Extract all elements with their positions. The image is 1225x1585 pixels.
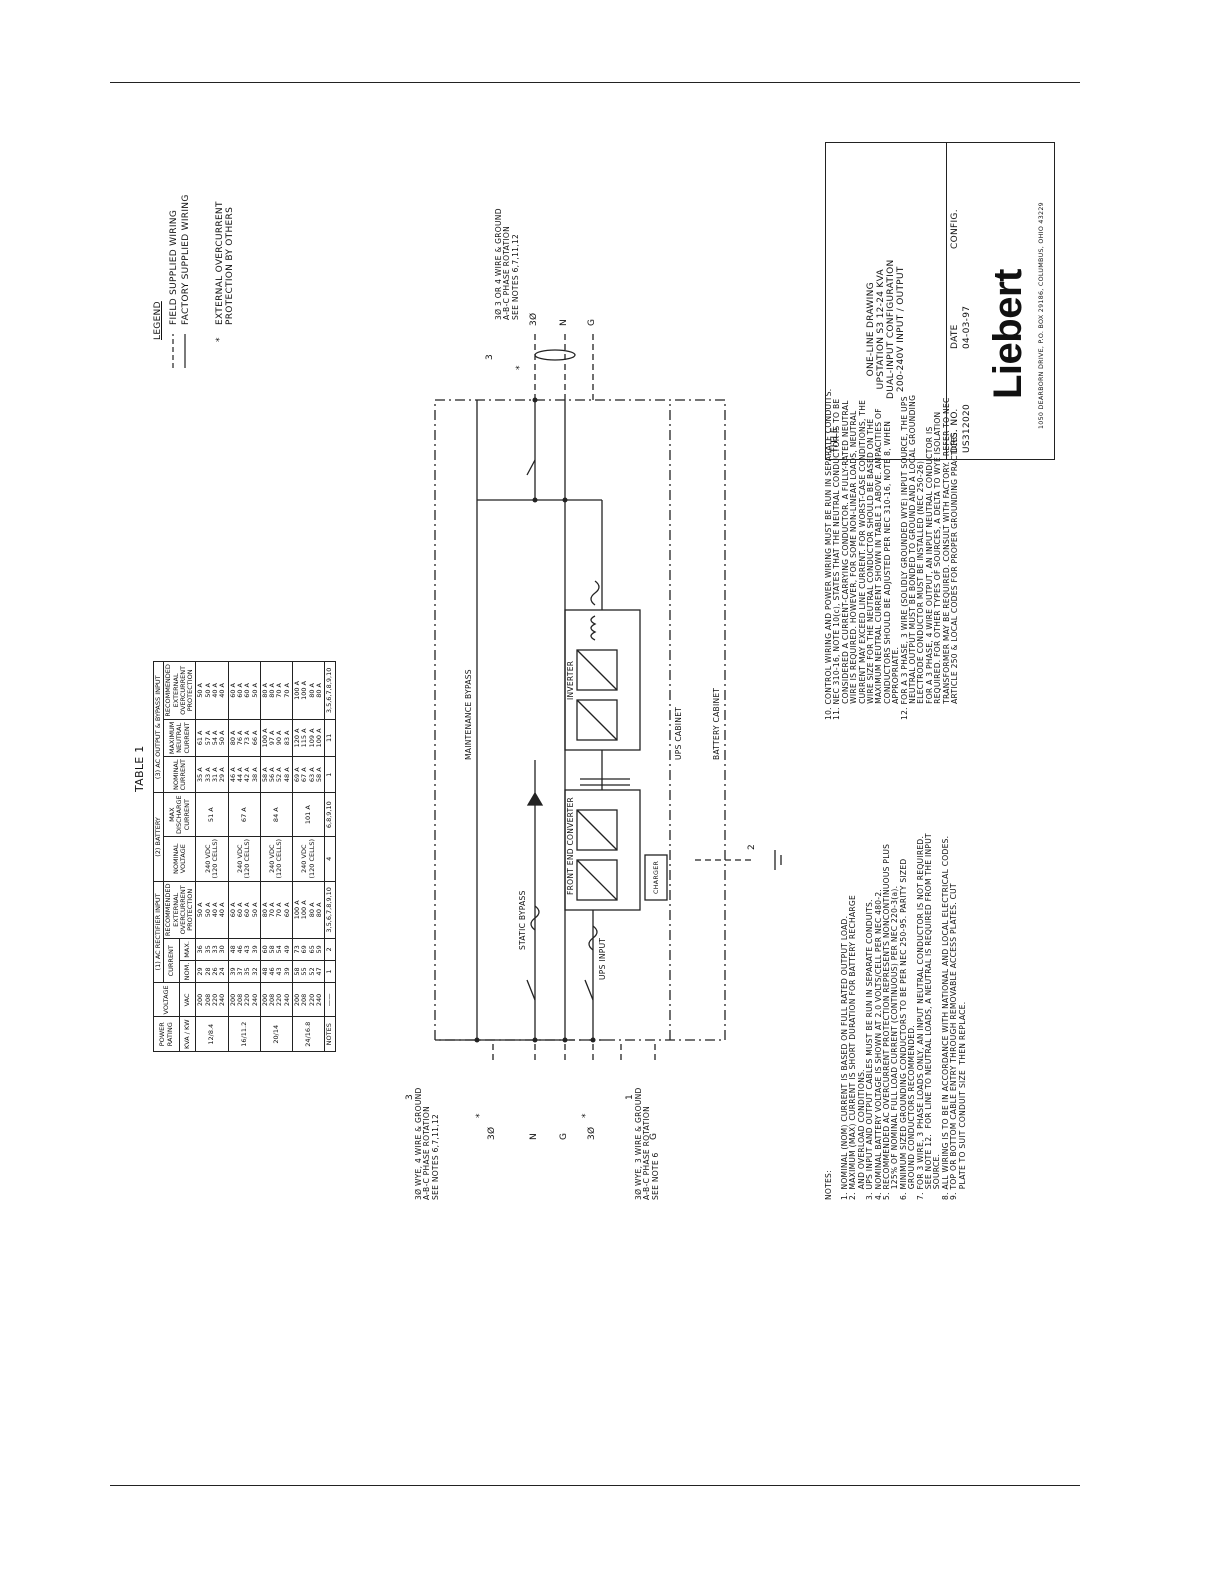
output-num: 3 xyxy=(485,353,495,360)
liebert-logo: Liebert xyxy=(986,269,1030,399)
note-item: 2. MAXIMUM (MAX) CURRENT IS SHORT DURATI… xyxy=(848,894,866,1200)
input-ground-label: G xyxy=(559,1132,569,1140)
output-3phase-label: 3Ø xyxy=(529,312,539,326)
note-item: 6. MINIMUM SIZED GROUNDING CONDUCTORS TO… xyxy=(898,858,917,1200)
input2-num: 1 xyxy=(625,1093,635,1100)
output-ground-label: G xyxy=(587,318,597,326)
inverter-fuse xyxy=(590,580,600,606)
input2-star: * xyxy=(581,1113,591,1118)
drg-value: US312020 xyxy=(962,403,972,453)
node-4 xyxy=(590,1037,596,1043)
title-divider xyxy=(946,143,947,459)
charger-box xyxy=(644,854,668,901)
date-value: 04-03-97 xyxy=(962,305,972,349)
input-neutral-label: N xyxy=(529,1132,539,1140)
maintenance-bypass-label: MAINTENANCE BYPASS xyxy=(464,669,473,760)
input2-3phase-label: 3Ø xyxy=(587,1126,597,1140)
ups-input-label: UPS INPUT xyxy=(598,937,607,980)
input1-star: * xyxy=(475,1113,485,1118)
title-block: TITLE ONE-LINE DRAWING UPSTATION S3 12-2… xyxy=(825,142,1055,460)
one-line-diagram xyxy=(434,330,782,1060)
output-neutral-label: N xyxy=(559,318,569,326)
battery-num: 2 xyxy=(747,843,757,850)
node-2 xyxy=(532,1037,538,1043)
node-3 xyxy=(562,1037,568,1043)
notes-heading: NOTES: xyxy=(824,1170,833,1200)
input-3phase-label: 3Ø xyxy=(487,1126,497,1140)
static-bypass-fuse xyxy=(530,905,540,931)
input2-label: 3Ø WYE, 3 WIRE & GROUND A-B-C PHASE ROTA… xyxy=(634,1087,660,1200)
input1-num: 3 xyxy=(405,1093,415,1100)
title-text: ONE-LINE DRAWING UPSTATION S3 12-24 KVA … xyxy=(866,259,906,399)
config-label: CONFIG. xyxy=(950,209,960,249)
notes-left: 1. NOMINAL (NOM) CURRENT IS BASED ON FUL… xyxy=(840,720,967,1200)
output-star: * xyxy=(515,365,525,370)
input2-ground-label: G xyxy=(649,1132,659,1140)
drg-label: DRG. NO. xyxy=(950,408,960,453)
inverter-inductor xyxy=(590,615,597,641)
battery-cabinet-label: BATTERY CABINET xyxy=(712,687,721,760)
title-label: TITLE xyxy=(830,427,840,453)
node-5 xyxy=(532,497,538,503)
inverter-box xyxy=(564,609,641,751)
static-bypass-label: STATIC BYPASS xyxy=(518,890,527,950)
bottom-rule xyxy=(110,1485,1080,1486)
note-item: 7. FOR 3 WIRE, 3 PHASE LOADS ONLY, AN IN… xyxy=(915,833,942,1200)
node-6 xyxy=(562,497,568,503)
ups-input-fuse xyxy=(588,925,598,951)
output-label: 3Ø 3 OR 4 WIRE & GROUND A-B-C PHASE ROTA… xyxy=(494,208,520,320)
top-rule xyxy=(110,82,1080,83)
front-end-label: FRONT END CONVERTER xyxy=(566,796,575,895)
ups-cabinet-label: UPS CABINET xyxy=(674,706,683,760)
note-item: 5. RECOMMENDED AC OVERCURRENT PROTECTION… xyxy=(882,843,900,1200)
input1-label: 3Ø WYE, 4 WIRE & GROUND A-B-C PHASE ROTA… xyxy=(414,1087,440,1200)
inverter-label: INVERTER xyxy=(566,660,575,700)
node-1 xyxy=(474,1037,480,1043)
company-address: 1050 DEARBORN DRIVE, P.O. BOX 29186, COL… xyxy=(1038,202,1045,429)
date-label: DATE xyxy=(950,324,960,349)
note-item: 9. TOP OR BOTTOM CABLE ENTRY THROUGH REM… xyxy=(949,883,967,1200)
rotated-drawing-sheet: TABLE 1 POWER RATING VOLTAGE (1) AC RECT… xyxy=(133,140,1065,1200)
node-7 xyxy=(532,397,538,403)
input-feeds xyxy=(435,1039,656,1060)
legend-lines xyxy=(172,334,186,368)
charger-label: CHARGER xyxy=(653,860,660,894)
static-switch-scr xyxy=(526,791,544,806)
